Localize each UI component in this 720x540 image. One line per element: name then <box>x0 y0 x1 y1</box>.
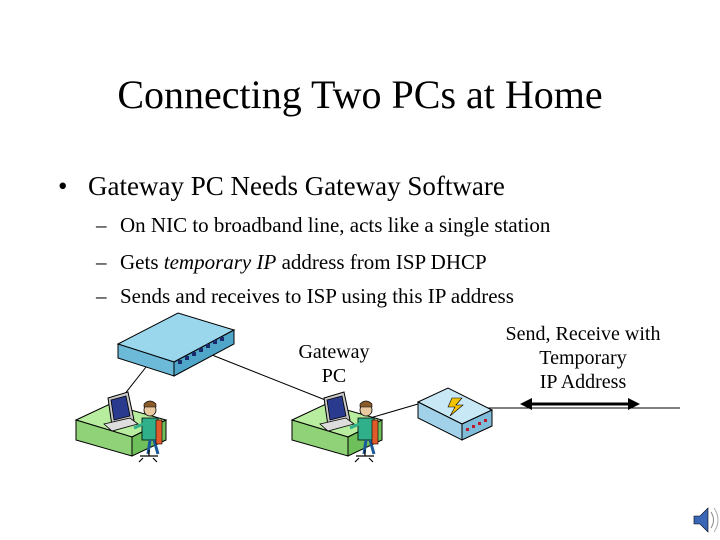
sub-bullet-text: Sends and receives to ISP using this IP … <box>120 284 514 308</box>
sub-bullet-text: Gets <box>120 250 164 274</box>
sub-bullet-dash: – <box>96 213 107 237</box>
main-bullet: • Gateway PC Needs Gateway Software <box>58 168 505 204</box>
sub-bullet-text: On NIC to broadband line, acts like a si… <box>120 213 551 237</box>
double-arrow-icon <box>520 398 640 410</box>
send-label-line: Send, Receive with <box>505 323 661 345</box>
gateway-pc-label: Gateway PC <box>282 340 386 388</box>
send-receive-label: Send, Receive with Temporary IP Address <box>480 322 686 394</box>
send-label-line: Temporary <box>539 347 627 369</box>
hub-to-gateway-line <box>211 354 339 406</box>
gateway-label-line: Gateway <box>298 341 370 363</box>
speaker-icon <box>693 507 719 533</box>
slide-title: Connecting Two PCs at Home <box>117 72 603 117</box>
workstation-icon <box>74 391 168 463</box>
hub-icon <box>116 312 236 377</box>
sub-bullet-emphasis: temporary IP <box>163 250 277 274</box>
sub-bullet: –Gets temporary IP address from ISP DHCP <box>96 248 487 276</box>
gateway-workstation-icon <box>290 391 384 463</box>
gateway-label-line: PC <box>321 365 347 387</box>
sub-bullet-dash: – <box>96 284 107 308</box>
sub-bullet-dash: – <box>96 250 107 274</box>
broadband-modem-icon <box>416 387 494 441</box>
sub-bullet: –On NIC to broadband line, acts like a s… <box>96 211 550 239</box>
main-bullet-text: Gateway PC Needs Gateway Software <box>88 171 505 201</box>
sub-bullet: –Sends and receives to ISP using this IP… <box>96 282 514 310</box>
send-label-line: IP Address <box>539 371 627 393</box>
bullet-marker: • <box>58 171 68 201</box>
gateway-to-modem-line <box>369 403 419 419</box>
sub-bullet-text-end: address from ISP DHCP <box>276 250 487 274</box>
